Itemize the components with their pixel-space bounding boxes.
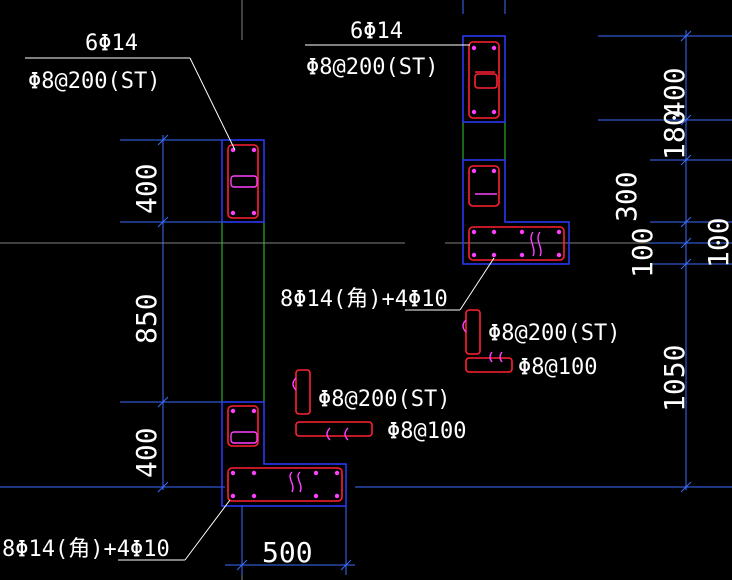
tie-hooks [230,175,542,493]
detail-1-stirrup-label: Φ8@200(ST) [318,387,450,412]
dim-right-f: 1050 [658,345,691,412]
column-1-stirrup-label: Φ8@200(ST) [28,69,160,94]
dim-bottom-width: 500 [262,536,313,569]
l-column-2-bars-label: 8Φ14(角)+4Φ10 [280,287,448,312]
l-column-2-outline [462,159,570,265]
dim-right-a: 400 [658,67,691,118]
dim-right-e: 100 [702,217,732,268]
leader-lines [25,44,495,561]
dim-left-mid: 850 [130,293,163,344]
dim-left-bottom: 400 [130,427,163,478]
column-2-bars-label: 6Φ14 [350,19,403,44]
column-1-outline [221,139,265,223]
rebar-cages [227,41,565,502]
column-shaft-lines [221,122,506,402]
dim-left-top: 400 [130,163,163,214]
l-column-1-outline [221,401,347,507]
dim-right-b: 180 [658,109,691,160]
l-column-1-bars-label: 8Φ14(角)+4Φ10 [2,537,170,562]
column-2-stirrup-label: Φ8@200(ST) [306,55,438,80]
dim-right-d: 100 [626,227,659,278]
detail-1-tie-label: Φ8@100 [387,419,466,444]
column-1-bars-label: 6Φ14 [85,31,138,56]
column-2-outline [462,35,506,123]
rebar-dots [230,45,562,499]
section-outlines [221,35,570,507]
detail-2-stirrup-label: Φ8@200(ST) [488,321,620,346]
dim-right-c: 300 [610,171,643,222]
detail-2-tie-label: Φ8@100 [518,355,597,380]
